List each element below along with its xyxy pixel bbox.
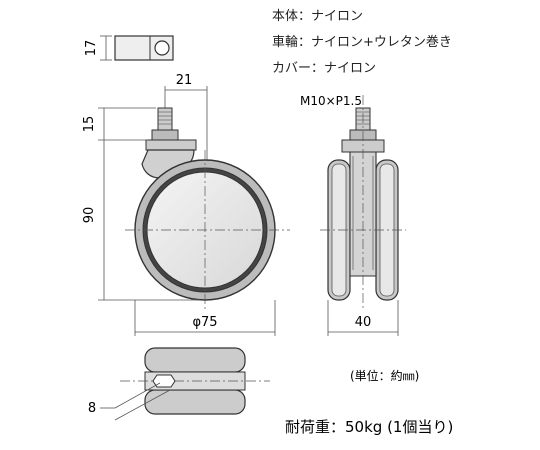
- spec-body-material: 本体：ナイロン: [272, 9, 364, 24]
- dim-hole: 8: [88, 401, 96, 416]
- dim-height: 90: [82, 207, 97, 224]
- dim-wheel-diameter: φ75: [192, 315, 217, 330]
- unit-note: (単位：約㎜): [350, 368, 419, 383]
- dim-thread: M10×P1.5: [300, 94, 362, 108]
- nut-view: 17: [84, 35, 174, 61]
- dim-offset: 21: [176, 73, 193, 88]
- side-view: 21 15 90 φ75: [82, 73, 290, 336]
- spec-cover-material: カバー：ナイロン: [272, 61, 377, 76]
- dim-stem: 15: [82, 116, 97, 133]
- dim-width: 40: [355, 315, 372, 330]
- bottom-view: 8: [88, 347, 270, 421]
- dim-nut-height: 17: [84, 40, 99, 57]
- spec-wheel-material: 車輪：ナイロン+ウレタン巻き: [272, 35, 452, 50]
- front-view: M10×P1.5 40: [300, 94, 406, 336]
- load-rating: 耐荷重：50kg (1個当り): [285, 418, 453, 436]
